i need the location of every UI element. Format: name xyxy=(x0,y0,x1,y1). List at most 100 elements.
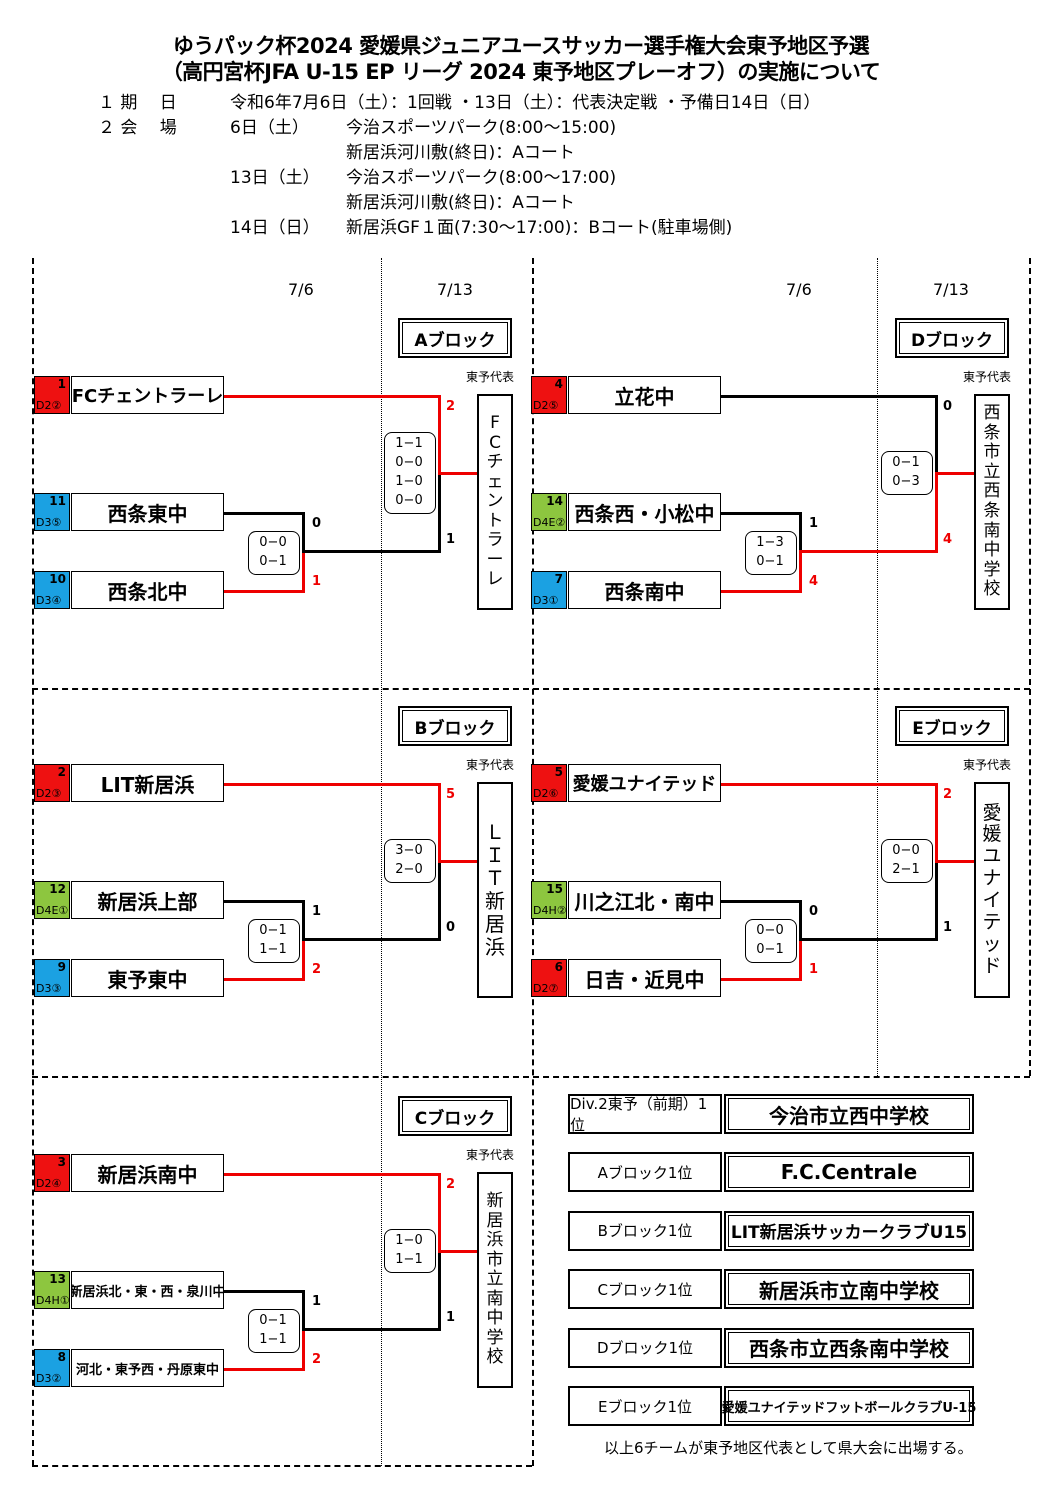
winner-char: 居 xyxy=(486,1210,504,1231)
score-detail: 1−1 xyxy=(395,1252,423,1267)
block-title: Cブロック xyxy=(398,1096,512,1136)
score-detail: 0−0 xyxy=(395,455,423,470)
winner-char: 立 xyxy=(486,1269,504,1290)
division-label: D4E② xyxy=(533,516,566,529)
column-divider xyxy=(877,258,878,1076)
score: 0 xyxy=(446,920,456,935)
score: 4 xyxy=(809,574,819,589)
winner-char: ド xyxy=(982,954,1002,977)
frame-left xyxy=(32,258,34,1466)
division-label: D2③ xyxy=(36,787,62,800)
division-label: D4H① xyxy=(36,1294,70,1307)
score-detail: 0−1 xyxy=(756,554,784,569)
result-label: Div.2東予（前期）1位 xyxy=(568,1094,722,1134)
score-detail: 1−1 xyxy=(395,436,423,451)
winner-char: ラ xyxy=(486,530,504,551)
venue-text: 新居浜GF１面(7:30～17:00)：Bコート(駐車場側) xyxy=(346,218,733,238)
result-row: Eブロック1位愛媛ユナイテッドフットボールクラブU-15 xyxy=(568,1386,976,1426)
division-label: D3④ xyxy=(36,594,62,607)
score-detail: 1−3 xyxy=(756,535,784,550)
winner-char: 新 xyxy=(486,1191,504,1212)
score: 1 xyxy=(446,532,456,547)
score: 1 xyxy=(312,1294,322,1309)
period-value: 令和6年7月6日（土）：1回戦 ・13日（土）：代表決定戦 ・予備日14日（日） xyxy=(230,93,821,113)
winner-char: 条 xyxy=(983,422,1001,443)
winner-char: ト xyxy=(486,510,504,531)
score-detail: 1−0 xyxy=(395,1233,423,1248)
representative-label: 東予代表 xyxy=(466,1148,515,1162)
frame-row-2 xyxy=(32,1076,1030,1078)
seed-number: 6 xyxy=(554,960,563,974)
advance-line xyxy=(438,860,478,863)
score-detail: 0−1 xyxy=(259,923,287,938)
venue-text: 新居浜河川敷(終日)：Aコート xyxy=(346,193,575,213)
advance-line xyxy=(224,590,302,593)
winner-char: 校 xyxy=(983,579,1001,600)
score-detail: 1−0 xyxy=(395,474,423,489)
score-detail-frame xyxy=(248,919,300,963)
score-detail: 0−1 xyxy=(892,455,920,470)
bracket-line xyxy=(224,512,302,515)
score: 1 xyxy=(809,516,819,531)
score-detail-frame xyxy=(248,531,300,575)
team-name: LIT新居浜 xyxy=(71,764,224,802)
bracket-line xyxy=(438,472,441,553)
round1-date: 7/6 xyxy=(288,280,314,299)
score: 1 xyxy=(809,962,819,977)
bracket-line xyxy=(302,1328,438,1331)
winner-char: 学 xyxy=(983,559,1001,580)
score-detail: 0−0 xyxy=(892,843,920,858)
seed-number: 12 xyxy=(49,882,66,896)
title-line-2: （高円宮杯JFA U-15 EP リーグ 2024 東予地区プレーオフ）の実施に… xyxy=(161,60,881,84)
advance-line xyxy=(224,978,302,981)
winner-char: ー xyxy=(486,549,504,570)
venue-text: 今治スポーツパーク(8:00～15:00) xyxy=(346,118,617,138)
score-detail: 1−1 xyxy=(259,942,287,957)
period-label: １ 期 日 xyxy=(98,93,177,113)
score-detail-frame xyxy=(881,451,933,495)
advance-line xyxy=(935,860,975,863)
bracket-line xyxy=(302,1290,305,1328)
winner-char: ン xyxy=(486,491,504,512)
division-label: D4E① xyxy=(36,904,69,917)
venue-text: 新居浜河川敷(終日)：Aコート xyxy=(346,143,575,163)
advance-line xyxy=(438,472,478,475)
winner-char: 居 xyxy=(485,912,505,936)
venue-label: ２ 会 場 xyxy=(98,118,177,138)
block-title: Dブロック xyxy=(895,318,1009,358)
bracket-line xyxy=(935,395,938,472)
score-detail-frame xyxy=(384,1229,436,1273)
team-name: 愛媛ユナイテッド xyxy=(568,764,721,802)
winner-char: 校 xyxy=(486,1347,504,1368)
score-detail-frame xyxy=(881,839,933,883)
advance-line xyxy=(935,783,938,860)
winner-char: Ｔ xyxy=(485,866,505,890)
winner-char: ユ xyxy=(982,845,1002,868)
bracket-line xyxy=(721,512,799,515)
score: 2 xyxy=(312,962,322,977)
frame-row-1 xyxy=(32,688,1030,690)
result-team: 今治市立西中学校 xyxy=(724,1094,974,1134)
frame-middle xyxy=(532,258,534,1466)
score: 2 xyxy=(446,1177,456,1192)
score: 0 xyxy=(809,904,819,919)
advance-line xyxy=(302,550,305,593)
footer-note: 以上6チームが東予地区代表として県大会に出場する。 xyxy=(604,1439,973,1457)
advance-line xyxy=(224,1173,438,1176)
advance-line xyxy=(721,978,799,981)
seed-number: 2 xyxy=(57,765,66,779)
bracket-line xyxy=(224,900,302,903)
column-divider xyxy=(381,258,382,1466)
winner-char: イ xyxy=(982,889,1002,911)
result-label: Eブロック1位 xyxy=(568,1386,722,1426)
winner-char: 南 xyxy=(486,1288,504,1309)
venue-day: 13日（土） xyxy=(230,168,320,188)
score-detail: 1−1 xyxy=(259,1332,287,1347)
advance-line xyxy=(935,472,975,475)
